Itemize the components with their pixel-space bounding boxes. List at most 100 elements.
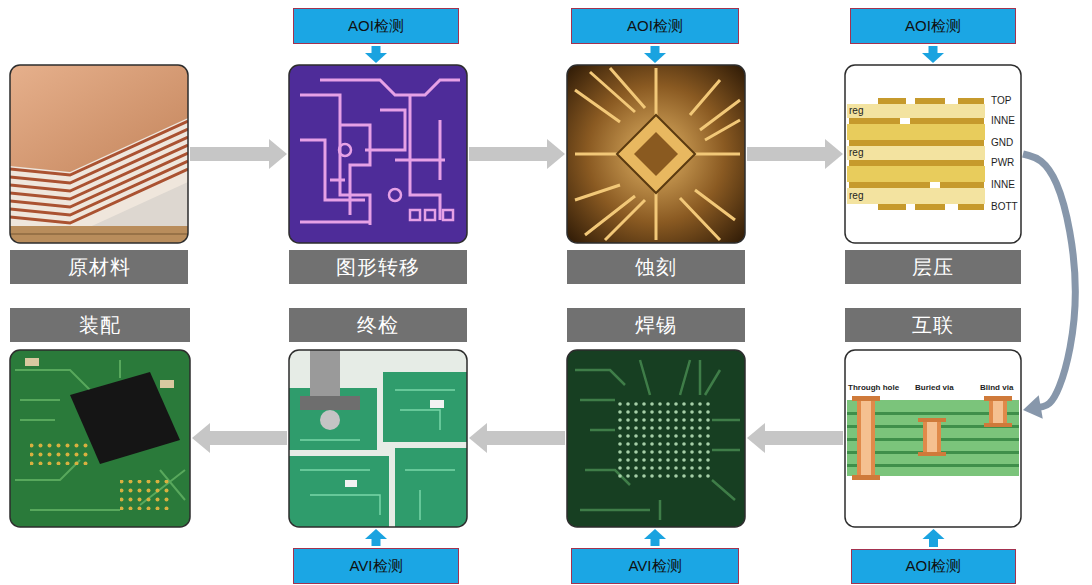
photo-ground: [289, 65, 467, 243]
process-card: 终检: [289, 308, 467, 527]
arrow-shaft: [469, 147, 548, 161]
arrow-head: [365, 53, 387, 63]
arrow-head: [469, 423, 487, 453]
stage-bar: 图形转移: [289, 250, 467, 284]
inspection-label: AVI检测: [349, 557, 402, 576]
process-card: 装配: [10, 308, 190, 527]
prepreg-layer: [847, 188, 985, 204]
figure-label-box: INNE: [991, 115, 1015, 127]
component: [25, 358, 39, 366]
inspection-box: AOI检测: [851, 549, 1016, 584]
figure-label-box: reg: [849, 147, 863, 159]
arrow-head: [644, 53, 666, 63]
component: [345, 480, 357, 487]
arrow-shaft: [1023, 154, 1075, 407]
figure-ground: [845, 65, 1021, 243]
inspection-label: AVI检测: [628, 557, 681, 576]
figure-label: GND: [991, 137, 1013, 148]
buried-via: [923, 420, 941, 454]
stage-bar: 终检: [289, 308, 467, 342]
figure-label: Through hole: [848, 383, 899, 392]
arrow-shaft: [651, 538, 660, 546]
stage-label: 原材料: [68, 254, 131, 281]
process-card: 图形转移: [289, 65, 467, 284]
stage-label: 互联: [912, 312, 954, 339]
probe-tip: [320, 410, 340, 430]
arrow-head: [269, 139, 287, 169]
stage-label: 焊锡: [635, 312, 677, 339]
photo-ground: [289, 350, 467, 527]
inspection-box: AOI检测: [850, 8, 1016, 44]
via-figure: [845, 350, 1021, 527]
component: [430, 400, 444, 408]
figure-label-box: reg: [849, 105, 863, 117]
stage-bar: 装配: [10, 308, 190, 342]
pad: [339, 144, 351, 156]
stage-label: 装配: [79, 312, 121, 339]
figure-label: Buried via: [915, 383, 954, 392]
arrow-shaft: [190, 147, 270, 161]
laminate-photo: [10, 65, 188, 243]
figure-label: INNE: [991, 115, 1015, 126]
arrow-head: [747, 423, 765, 453]
probe-head: [300, 396, 360, 410]
stage-bar: 互联: [845, 308, 1021, 342]
inspection-box: AVI检测: [571, 548, 739, 584]
figure-label-box: GND: [991, 137, 1013, 149]
figure-label: reg: [849, 190, 863, 201]
arrow-head: [922, 53, 944, 63]
photo-frame: [10, 350, 190, 527]
figure-label-box: INNE: [991, 179, 1015, 191]
arrow-head: [547, 139, 565, 169]
through-hole-via: [857, 398, 875, 478]
stage-label: 蚀刻: [635, 254, 677, 281]
flow-arrow: [923, 529, 945, 547]
arrow-head: [365, 529, 387, 539]
inspection-label: AOI检测: [627, 17, 683, 36]
figure-label-box: TOP: [991, 95, 1011, 107]
photo-ground: [567, 350, 745, 527]
photo-frame: [289, 350, 467, 527]
via-barrel: [927, 422, 937, 452]
photo-frame: [10, 65, 188, 243]
arrow-shaft: [764, 431, 843, 445]
pad-array: [30, 440, 90, 465]
arrow-shaft: [372, 46, 381, 54]
board-panel: [383, 372, 467, 442]
figure-label: PWR: [991, 157, 1014, 168]
via-barrel: [861, 401, 871, 475]
chip-center: [634, 132, 678, 176]
flow-arrow: [365, 46, 387, 63]
prepreg-layer: [847, 146, 985, 160]
pad-array: [120, 480, 170, 510]
flow-arrow: [747, 139, 843, 169]
figure-label-box: reg: [849, 190, 863, 202]
chip: [70, 372, 180, 464]
figure-label-box: Blind via: [980, 382, 1013, 394]
figure-label: BOTT: [991, 201, 1018, 212]
arrow-head: [644, 529, 666, 539]
arrow-shaft: [372, 538, 381, 546]
arrow-shaft: [486, 431, 565, 445]
flow-arrow: [644, 529, 666, 546]
inspection-label: AOI检测: [906, 557, 962, 576]
stage-bar: 焊锡: [567, 308, 745, 342]
inspection-box: AVI检测: [293, 548, 459, 584]
via-pad: [918, 452, 946, 456]
bga-pad-grid: [618, 398, 710, 480]
figure-label: reg: [849, 105, 863, 116]
copper-layers: [849, 98, 984, 210]
via-pad: [984, 423, 1012, 427]
arrow-head: [192, 423, 210, 453]
figure-ground: [845, 350, 1021, 527]
chip-footprint: [617, 115, 695, 193]
photo-ground: [10, 65, 188, 243]
inspection-label: AOI检测: [348, 17, 404, 36]
etch-photo: [567, 65, 745, 243]
inspection-photo: [289, 350, 467, 527]
pallet-line: [10, 233, 188, 235]
flow-arrow: [922, 46, 944, 63]
